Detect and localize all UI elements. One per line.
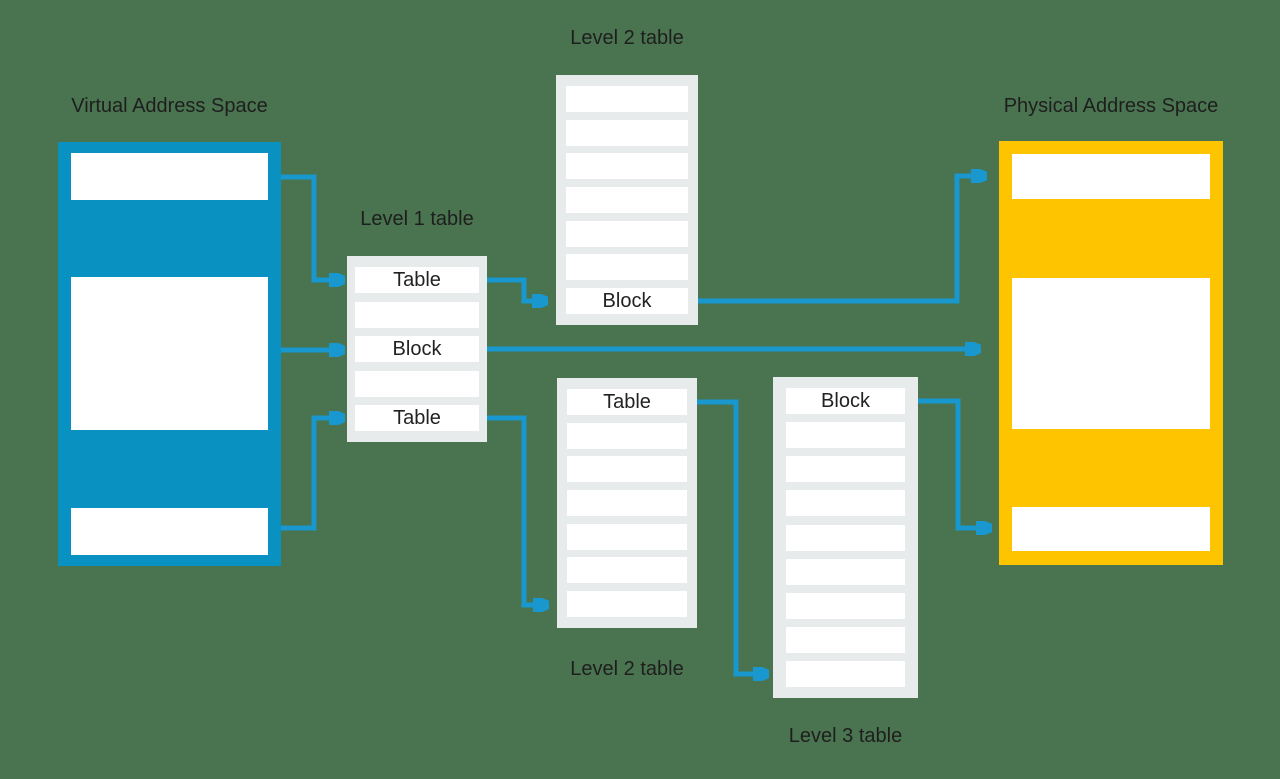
table-row <box>786 626 905 653</box>
table-row <box>355 370 479 397</box>
level1-table-label: Level 1 table <box>360 208 474 230</box>
table-row: Table <box>567 389 687 415</box>
table-row <box>786 558 905 585</box>
table-row <box>567 523 687 550</box>
table-row: Table <box>355 267 479 293</box>
arrow-l1-table2-to-l2-bottom <box>487 415 541 605</box>
arrow-l2-top-block-to-physical-top <box>698 176 979 304</box>
table-row <box>786 422 905 449</box>
arrow-vas-top-to-l1-table1 <box>281 174 337 280</box>
arrow-vas-bottom-to-l1-table2 <box>281 418 337 531</box>
level2-bottom-table: Table <box>557 378 697 628</box>
physical-address-space-title: Physical Address Space <box>1003 95 1219 117</box>
arrow-l3-block-to-physical-bottom <box>918 398 984 528</box>
level2-top-table: Block <box>556 75 698 325</box>
level1-table: Table Block Table <box>347 256 487 442</box>
table-row <box>566 86 688 112</box>
table-row: Block <box>786 388 905 414</box>
table-row <box>567 489 687 516</box>
level2-top-table-label: Level 2 table <box>570 27 684 49</box>
table-row <box>566 186 688 213</box>
virtual-address-space-title: Virtual Address Space <box>71 95 268 117</box>
virtual-address-space-box <box>58 142 281 566</box>
table-row: Table <box>355 405 479 431</box>
table-row <box>786 592 905 619</box>
table-row <box>567 557 687 584</box>
table-row <box>567 456 687 483</box>
table-row <box>566 254 688 281</box>
table-row <box>786 490 905 517</box>
table-row <box>786 456 905 483</box>
physical-address-space-box <box>999 141 1223 565</box>
table-row <box>786 661 905 687</box>
table-row <box>566 220 688 247</box>
table-row: Block <box>355 336 479 362</box>
virtual-block-middle <box>71 277 268 430</box>
virtual-block-bottom <box>71 508 268 555</box>
physical-block-middle <box>1012 278 1210 429</box>
table-row: Block <box>566 287 688 314</box>
level2-bottom-table-label: Level 2 table <box>570 658 684 680</box>
level3-table-label: Level 3 table <box>788 725 903 747</box>
level3-table: Block <box>773 377 918 698</box>
virtual-block-top <box>71 153 268 200</box>
table-row <box>786 524 905 551</box>
arrow-l2-bottom-table-to-l3 <box>697 399 761 674</box>
table-row <box>567 422 687 449</box>
arrow-l1-table1-to-l2-top <box>487 277 540 301</box>
physical-block-top <box>1012 154 1210 199</box>
table-row <box>567 590 687 617</box>
table-row <box>566 153 688 180</box>
physical-block-bottom <box>1012 507 1210 551</box>
table-row <box>355 301 479 328</box>
table-row <box>566 119 688 146</box>
